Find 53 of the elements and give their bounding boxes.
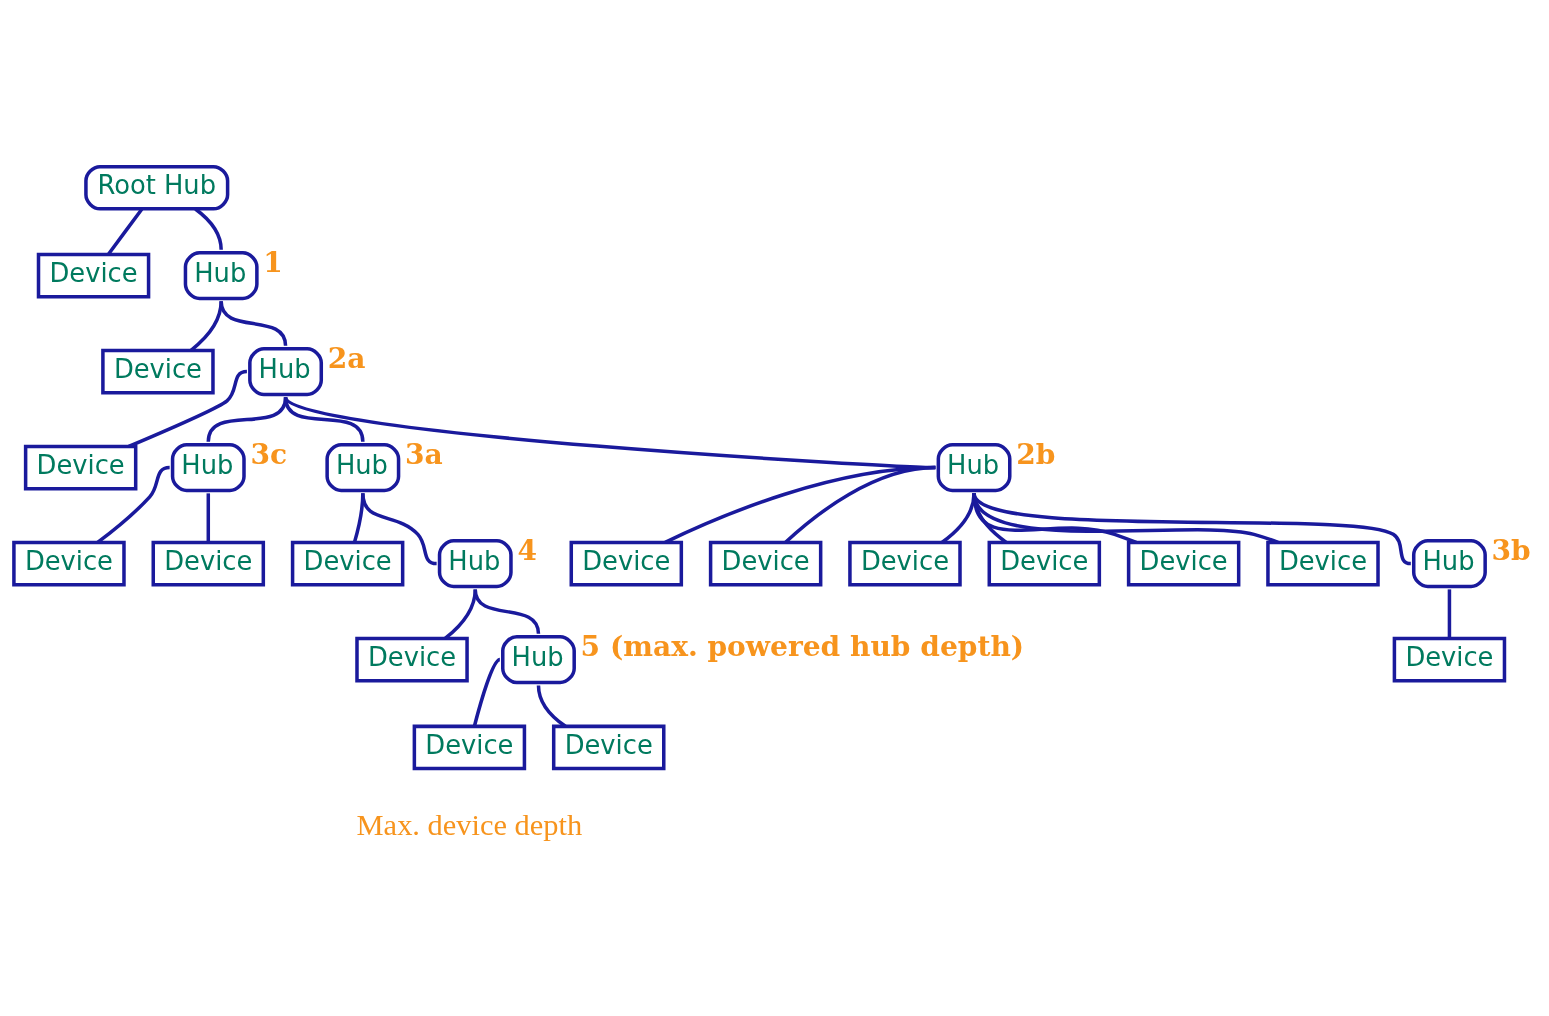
connector — [971, 492, 1279, 545]
node-box: Device — [354, 636, 469, 683]
node-box: Device — [1392, 636, 1506, 683]
node-box: Device — [1126, 540, 1240, 587]
node-label: 3b — [1491, 534, 1531, 568]
node-label: 3c — [249, 438, 287, 472]
connector — [206, 397, 287, 443]
node-box: Device — [987, 540, 1101, 587]
node-box: Hub — [183, 251, 259, 301]
node-label: 5 (max. powered hub depth) — [580, 630, 1024, 664]
node-box: Device — [708, 540, 822, 587]
node-label: 3a — [404, 438, 443, 472]
node-box: Device — [569, 540, 683, 587]
node-box: Hub — [500, 635, 576, 685]
node-box: Hub — [437, 539, 513, 589]
node-box: Device — [100, 348, 215, 395]
node-box: Device — [290, 540, 404, 587]
node-label: 2b — [1015, 438, 1055, 472]
connector — [283, 397, 365, 443]
node-box: Hub — [170, 443, 246, 493]
connector — [360, 493, 437, 566]
connector — [206, 493, 210, 543]
node-box: Hub — [247, 347, 323, 397]
connector — [96, 465, 170, 544]
connector — [443, 589, 477, 640]
connector — [189, 301, 223, 352]
connector — [472, 658, 501, 727]
connector — [127, 369, 247, 449]
node-box: Device — [151, 540, 265, 587]
node-box: Device — [847, 540, 962, 587]
connector — [783, 465, 936, 544]
node-box: Hub — [1411, 539, 1487, 589]
node-label: 1 — [262, 246, 283, 280]
node-box: Device — [11, 540, 126, 587]
connector — [193, 207, 223, 250]
node-box: Hub — [324, 443, 400, 493]
connector — [971, 493, 1137, 545]
label: Max. device depth — [356, 808, 582, 843]
connector — [536, 685, 566, 728]
connector — [1447, 589, 1451, 639]
connector — [663, 465, 935, 544]
connector — [972, 492, 1411, 566]
node-box: Root Hub — [83, 164, 229, 211]
connector — [106, 208, 143, 256]
node-box: Device — [36, 252, 150, 299]
node-label: 4 — [516, 534, 537, 568]
node-box: Device — [23, 444, 137, 491]
node-box: Device — [1265, 540, 1380, 587]
node-box: Device — [412, 724, 526, 771]
node-box: Hub — [936, 443, 1011, 493]
connector — [473, 589, 540, 635]
node-box: Device — [551, 724, 665, 771]
node-label: 2a — [327, 342, 365, 376]
